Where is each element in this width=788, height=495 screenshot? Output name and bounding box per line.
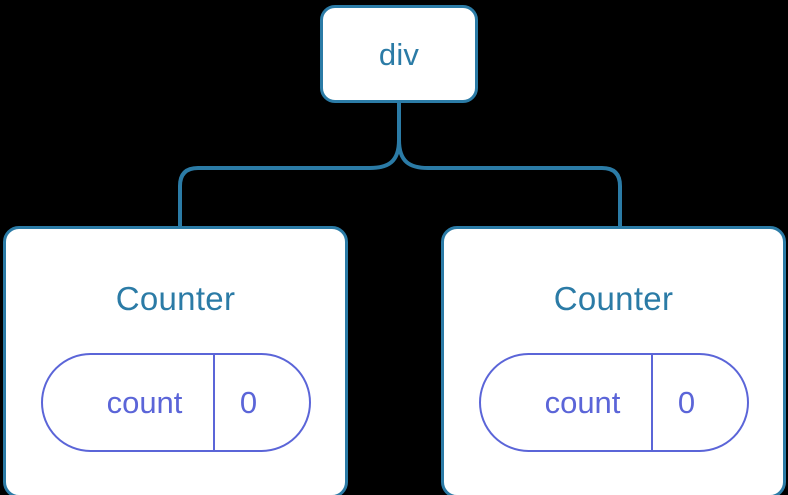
state-pill-left-value: 0 — [239, 385, 258, 420]
state-pill-right[interactable]: count 0 — [478, 353, 749, 452]
node-counter-right[interactable]: Counter count 0 — [441, 226, 786, 495]
state-pill-left-key-cell: count — [43, 355, 215, 450]
node-counter-left-title: Counter — [115, 280, 236, 317]
node-counter-left[interactable]: Counter count 0 — [3, 226, 348, 495]
state-pill-right-key-cell: count — [481, 355, 653, 450]
state-pill-left[interactable]: count 0 — [40, 353, 311, 452]
node-div-label: div — [378, 36, 420, 72]
connector-div-to-counter-left — [178, 139, 401, 228]
state-pill-left-key: count — [106, 385, 183, 420]
state-pill-right-value: 0 — [677, 385, 696, 420]
state-pill-left-value-cell: 0 — [215, 355, 309, 450]
state-pill-right-key: count — [544, 385, 621, 420]
node-div[interactable]: div — [320, 5, 478, 103]
state-pill-right-value-cell: 0 — [653, 355, 747, 450]
node-counter-right-title: Counter — [553, 280, 674, 317]
connector-div-to-counter-right — [397, 103, 622, 228]
